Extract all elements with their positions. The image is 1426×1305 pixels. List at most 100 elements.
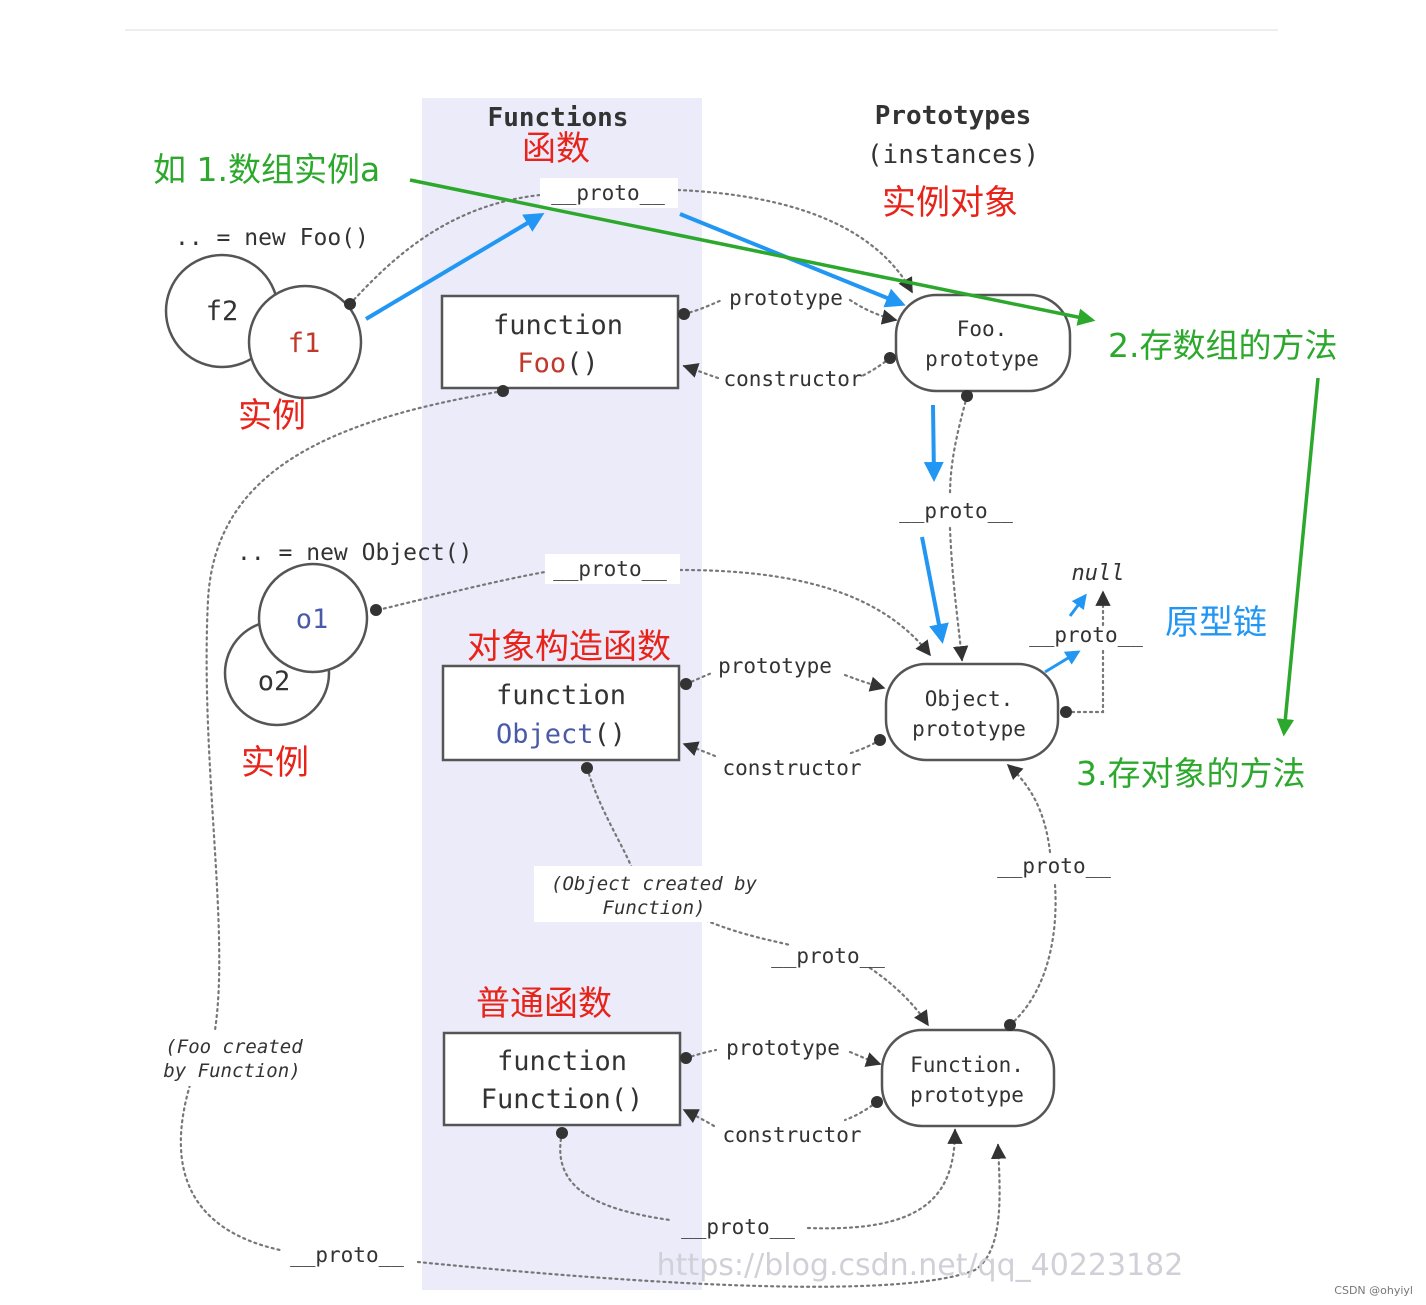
object-constructor-edge-label: constructor (722, 756, 861, 780)
foo-prototype-box (894, 293, 1072, 393)
new-object-label: .. = new Object() (237, 540, 472, 566)
annotation-instances-cn: 实例对象 (882, 183, 1018, 223)
foo-created-line2: by Function) (163, 1060, 300, 1082)
annotation-plain-func-cn: 普通函数 (476, 984, 612, 1024)
anchor-dot-fooproto-bottom (961, 390, 973, 402)
edge-foo-prototype-a (682, 298, 724, 316)
edge-foo-created-by-function (205, 389, 505, 1032)
label-bg (545, 554, 680, 584)
edge-object-prototype-b (843, 673, 886, 692)
edge-bottom-proto-to-functionproto (416, 1143, 1007, 1288)
object-prototype-line2: prototype (912, 717, 1026, 741)
prototypes-header: Prototypes (875, 101, 1032, 131)
function-loop-proto-label: __proto__ (681, 1215, 795, 1239)
edge-fooproto-proto-b (948, 526, 969, 662)
function-foo-line2: Foo() (517, 348, 598, 379)
annotation-functions-cn: 函数 (522, 129, 590, 169)
label-bg (534, 866, 770, 922)
annotation-instance-cn-2: 实例 (241, 743, 309, 783)
instance-f1-label: f1 (288, 328, 321, 359)
object-created-line1: (Object created by (551, 873, 757, 895)
green-arrow-step2-to-step3 (1276, 377, 1320, 737)
anchor-dot-funcproto-top (1004, 1019, 1016, 1031)
function-function-line1: function (497, 1046, 627, 1077)
green-arrow-step1-to-step2 (409, 178, 1096, 326)
function-object-box (441, 664, 681, 762)
anchor-dot-f1 (344, 298, 356, 310)
foo-prototype-line1: Foo. (957, 317, 1008, 341)
functionproto-proto-label: __proto__ (997, 854, 1111, 878)
edge-fooproto-proto-a (948, 394, 969, 498)
functions-header: Functions (488, 103, 629, 133)
function-prototype-edge-label: prototype (726, 1036, 840, 1060)
edge-function-constructor-a (843, 1100, 879, 1122)
foo-created-line1: (Foo created (165, 1036, 303, 1058)
anchor-dot-funcproto-left (871, 1096, 883, 1108)
prototypes-subheader: (instances) (867, 140, 1039, 170)
object-prototype-box (884, 662, 1060, 762)
edge-foo-prototype-b (848, 298, 898, 325)
anchor-dot-foo-right-top (678, 308, 690, 320)
annotation-object-ctor-cn: 对象构造函数 (467, 627, 671, 667)
function-constructor-edge-label: constructor (722, 1123, 861, 1147)
function-foo-line1: function (493, 310, 623, 341)
instance-o1-circle (257, 562, 369, 674)
function-object-line1: function (496, 680, 626, 711)
foo-prototype-line2: prototype (925, 347, 1039, 371)
object-prototype-edge-label: prototype (718, 654, 832, 678)
edge-o1-proto (376, 570, 547, 612)
object-created-line2: Function) (603, 897, 706, 919)
anchor-dot-function-right-top (680, 1052, 692, 1064)
foo-constructor-edge-label: constructor (723, 367, 862, 391)
edge-foo-created-by-function-low (179, 1083, 282, 1252)
foo-prototype-edge-label: prototype (729, 286, 843, 310)
anchor-dot-object-bottom (581, 762, 593, 774)
bottom-proto-label: __proto__ (290, 1243, 404, 1267)
edge-objproto-to-null (1064, 648, 1105, 714)
edge-object-constructor-b (682, 741, 717, 758)
edge-function-prototype-b (848, 1050, 882, 1067)
null-label: null (1072, 561, 1125, 586)
edge-object-created-by-function (585, 766, 634, 870)
annotation-step2: 2.存数组的方法 (1108, 326, 1338, 365)
fooproto-proto-label: __proto__ (899, 499, 1013, 523)
instance-o1-label: o1 (296, 604, 329, 635)
object-prototype-line1: Object. (925, 687, 1014, 711)
blue-arrow-proto-to-null (1068, 593, 1087, 617)
proto-label-top: __proto__ (551, 181, 665, 205)
annotation-proto-chain-cn: 原型链 (1165, 603, 1267, 643)
anchor-dot-object-right-top (680, 678, 692, 690)
function-foo-box (440, 294, 680, 390)
edge-function-constructor-b (682, 1108, 716, 1128)
function-prototype-line1: Function. (910, 1053, 1024, 1077)
instance-o2-label: o2 (258, 666, 291, 697)
anchor-dot-function-bottom (556, 1127, 568, 1139)
function-function-box (442, 1031, 682, 1127)
annotation-step3: 3.存对象的方法 (1076, 754, 1306, 793)
function-prototype-box (880, 1028, 1056, 1128)
new-foo-label: .. = new Foo() (175, 225, 369, 251)
objproto-null-proto-label: __proto__ (1029, 623, 1143, 647)
edge-o1-proto-to-objproto (678, 568, 932, 657)
csdn-credit: CSDN @ohyiyl (1334, 1284, 1413, 1297)
o1-proto-label: __proto__ (553, 557, 667, 581)
edge-functionproto-proto-a (1008, 883, 1057, 1027)
label-bg (156, 1030, 312, 1086)
function-prototype-line2: prototype (910, 1083, 1024, 1107)
function-function-line2: Function() (481, 1084, 644, 1115)
edge-object-created-by-function-b (698, 916, 792, 947)
edge-foo-constructor-b (682, 363, 720, 380)
blue-arrow-f1-to-proto (364, 212, 545, 321)
edge-proto-to-functionproto (868, 966, 930, 1027)
anchor-dot-o1 (370, 604, 382, 616)
label-bg (540, 178, 678, 208)
instance-f2-label: f2 (206, 296, 239, 327)
edge-function-proto-loop-b (806, 1128, 963, 1230)
function-object-line2: Object() (496, 719, 626, 750)
watermark: https://blog.csdn.net/qq_40223182 (657, 1248, 1184, 1283)
blue-arrow-to-objproto (920, 536, 949, 644)
anchor-dot-fooproto-left (884, 352, 896, 364)
edge-proto-to-fooproto (676, 188, 914, 294)
anchor-dot-foo-bottom (497, 385, 509, 397)
anchor-dot-objproto-left (874, 734, 886, 746)
